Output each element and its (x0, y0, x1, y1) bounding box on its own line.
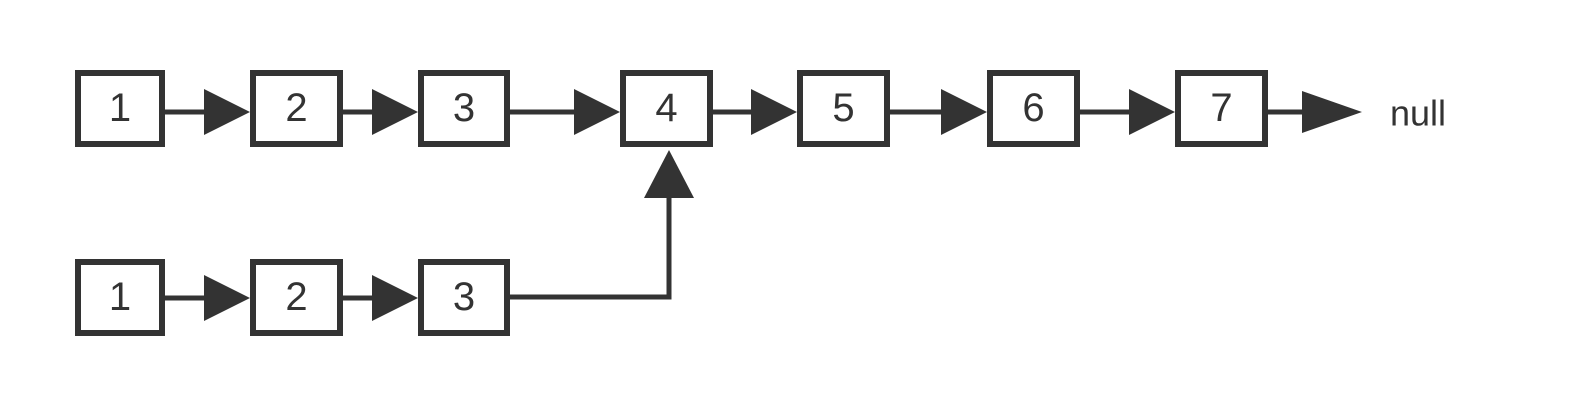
node-box[interactable] (75, 70, 165, 147)
bottom-list: 1 2 3 (75, 259, 510, 336)
node-top-list-3[interactable]: 3 (418, 70, 510, 147)
node-top-list-7[interactable]: 7 (1175, 70, 1268, 147)
node-box[interactable] (250, 70, 343, 147)
edge-6-to-7-head (1129, 89, 1175, 135)
node-value-label: 6 (1022, 86, 1044, 130)
node-box[interactable] (797, 70, 890, 147)
edge-3-to-4-head (574, 89, 620, 135)
node-box[interactable] (250, 259, 343, 336)
node-top-list-4[interactable]: 4 (620, 70, 713, 147)
edge-1-to-2-head (204, 89, 250, 135)
node-box[interactable] (75, 259, 165, 336)
node-bottom-list-2[interactable]: 2 (250, 259, 343, 336)
edge-4-to-5-head (751, 89, 797, 135)
top-list: 1 2 3 4 5 6 7 (75, 70, 1362, 147)
terminal-null-label: null (1390, 93, 1446, 134)
node-value-label: 3 (453, 86, 475, 130)
node-value-label: 2 (285, 275, 307, 319)
node-value-label: 1 (109, 86, 131, 130)
node-box[interactable] (620, 70, 713, 147)
node-box[interactable] (418, 259, 510, 336)
node-value-label: 1 (109, 275, 131, 319)
node-top-list-6[interactable]: 6 (987, 70, 1080, 147)
edge-5-to-6-head (941, 89, 987, 135)
node-value-label: 4 (655, 86, 677, 130)
node-value-label: 7 (1210, 86, 1232, 130)
edge-b3-to-top4-path (510, 194, 672, 300)
node-bottom-list-1[interactable]: 1 (75, 259, 165, 336)
merge-edge (510, 150, 694, 300)
edge-2-to-3-head (372, 89, 418, 135)
node-value-label: 5 (832, 86, 854, 130)
node-top-list-5[interactable]: 5 (797, 70, 890, 147)
edge-7-to-null-head (1302, 91, 1362, 133)
edge-b1-to-b2-head (204, 275, 250, 321)
node-top-list-2[interactable]: 2 (250, 70, 343, 147)
node-box[interactable] (987, 70, 1080, 147)
node-value-label: 2 (285, 86, 307, 130)
node-box[interactable] (1175, 70, 1268, 147)
node-box[interactable] (418, 70, 510, 147)
node-top-list-1[interactable]: 1 (75, 70, 165, 147)
edge-b2-to-b3-head (372, 275, 418, 321)
node-bottom-list-3[interactable]: 3 (418, 259, 510, 336)
edge-b3-to-top4-head (644, 150, 694, 198)
node-value-label: 3 (453, 275, 475, 319)
